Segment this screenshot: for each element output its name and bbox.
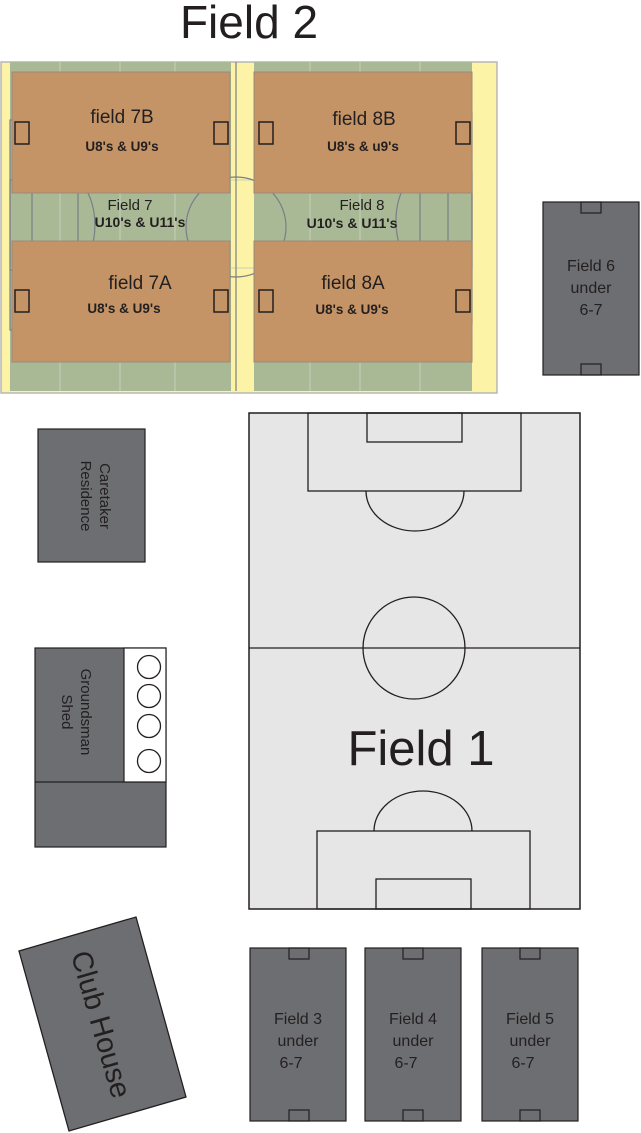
field-8b-name: field 8B: [332, 109, 395, 130]
groundsman-shed[interactable]: Groundsman Shed: [34, 647, 167, 848]
field-5-goal-bottom: [519, 1109, 541, 1122]
field-6-label-1: Field 6: [567, 258, 615, 275]
field-7b-goal-right: [213, 121, 229, 145]
field-8a-goal-right: [455, 289, 471, 313]
field-8b-ages: U8's & u9's: [327, 139, 399, 154]
tank-circle-1: [136, 654, 162, 680]
field-3-pitch: [249, 947, 347, 1122]
groundsman-label-1: Groundsman: [77, 669, 94, 756]
field-6-label-3: 6-7: [579, 302, 602, 319]
field-4-pitch: [364, 947, 462, 1122]
caretaker-label-1: Caretaker: [96, 463, 113, 529]
title-field-2: Field 2: [180, 0, 318, 48]
field-8a-goal-left: [258, 289, 274, 313]
field-4-label-2: under: [393, 1033, 435, 1050]
field-7-name: Field 7: [107, 197, 152, 214]
field-8b-goal-right: [455, 121, 471, 145]
field-8b-pitch: [253, 71, 473, 194]
caretaker-building: [37, 428, 146, 563]
field-7a-goal-left: [14, 289, 30, 313]
field-7a-name: field 7A: [108, 273, 172, 294]
field-7a-pitch: [11, 240, 231, 363]
field-7b-goal-left: [14, 121, 30, 145]
field-8b-goal-left: [258, 121, 274, 145]
field-1[interactable]: Field 1: [248, 412, 581, 910]
field-6-pitch: [542, 201, 640, 376]
field-3-label-3: 6-7: [279, 1055, 302, 1072]
caretaker-label-2: Residence: [77, 461, 94, 532]
field-7b-ages: U8's & U9's: [85, 139, 158, 154]
tank-circle-3: [136, 713, 162, 739]
field-1-penalty-arc-top: [365, 490, 465, 532]
field-7a[interactable]: field 7A U8's & U9's: [11, 240, 231, 363]
field-6[interactable]: Field 6 under 6-7: [542, 201, 640, 376]
field-7a-ages: U8's & U9's: [87, 301, 160, 316]
field-6-goal-top: [580, 201, 602, 214]
field-7a-goal-right: [213, 289, 229, 313]
field-3-goal-top: [288, 947, 310, 960]
field-7b-pitch: [11, 71, 231, 194]
club-house[interactable]: Club House: [18, 916, 187, 1132]
field-1-name: Field 1: [347, 722, 494, 776]
field-4-label-3: 6-7: [394, 1055, 417, 1072]
field-8a-pitch: [253, 240, 473, 363]
field-8a-name: field 8A: [321, 273, 385, 294]
field-8-ages: U10's & U11's: [307, 215, 398, 231]
field-5[interactable]: Field 5 under 6-7: [481, 947, 579, 1122]
field-6-goal-bottom: [580, 363, 602, 376]
tank-circle-2: [136, 683, 162, 709]
field-6-label-2: under: [571, 280, 613, 297]
field-3-goal-bottom: [288, 1109, 310, 1122]
field-5-label-1: Field 5: [506, 1011, 554, 1028]
club-house-building: [18, 916, 187, 1132]
field-5-label-3: 6-7: [511, 1055, 534, 1072]
field-3[interactable]: Field 3 under 6-7: [249, 947, 347, 1122]
field-1-center-circle: [362, 596, 466, 700]
field-4-goal-top: [402, 947, 424, 960]
groundsman-label-2: Shed: [58, 694, 75, 729]
field-8-name: Field 8: [339, 197, 384, 214]
field-3-label-2: under: [278, 1033, 320, 1050]
field-7b-name: field 7B: [90, 107, 153, 128]
field-7b[interactable]: field 7B U8's & U9's: [11, 71, 231, 194]
field-4-goal-bottom: [402, 1109, 424, 1122]
field-8a[interactable]: field 8A U8's & U9's: [253, 240, 473, 363]
tank-circle-4: [136, 748, 162, 774]
field-8a-ages: U8's & U9's: [315, 302, 388, 317]
caretaker-residence[interactable]: Caretaker Residence: [37, 428, 146, 563]
field-5-goal-top: [519, 947, 541, 960]
field-4[interactable]: Field 4 under 6-7: [364, 947, 462, 1122]
field-5-label-2: under: [510, 1033, 552, 1050]
field-3-label-1: Field 3: [274, 1011, 322, 1028]
field-7-ages: U10's & U11's: [95, 214, 186, 230]
field-4-label-1: Field 4: [389, 1011, 437, 1028]
field-8b[interactable]: field 8B U8's & u9's: [253, 71, 473, 194]
field-5-pitch: [481, 947, 579, 1122]
field-2[interactable]: field 7B U8's & U9's field 8B U8's & u9'…: [0, 61, 498, 394]
field-1-pitch: [248, 412, 581, 910]
field-1-goal-box-top: [366, 412, 463, 443]
field-1-goal-box-bottom: [375, 878, 472, 910]
field-1-penalty-arc-bottom: [373, 790, 473, 832]
